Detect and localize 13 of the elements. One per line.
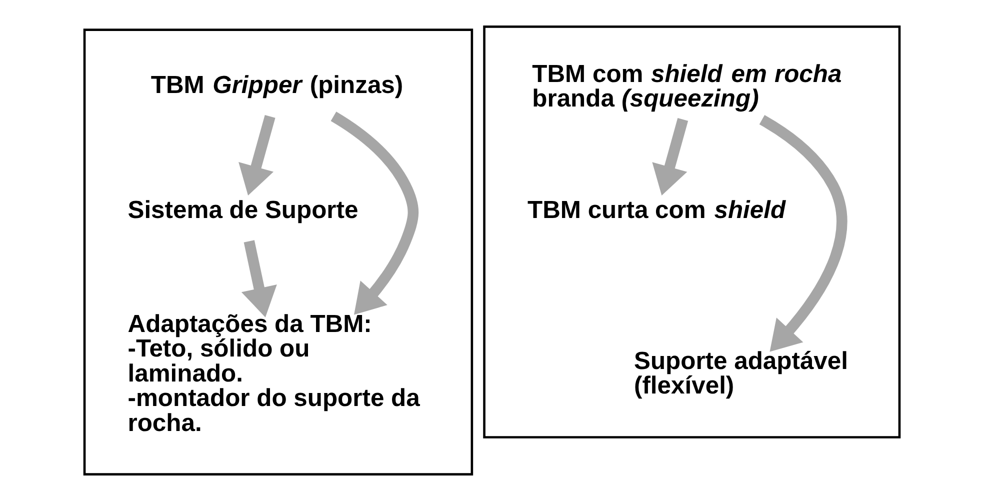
node-text: Adaptações da TBM: -Teto, sólido ou laminado. -montador do suporte da rocha. bbox=[127, 310, 420, 437]
arrow bbox=[758, 115, 847, 352]
arrow bbox=[652, 118, 688, 196]
arrow bbox=[238, 114, 275, 196]
node-text: TBM Gripper (pinzas) bbox=[150, 72, 403, 99]
cluster bbox=[82, 28, 473, 476]
arrow bbox=[240, 240, 276, 318]
arrow bbox=[330, 112, 418, 315]
node-text: TBM com shield em rocha branda (squeezing) bbox=[532, 60, 842, 113]
node-text: TBM curta com shield bbox=[527, 196, 786, 224]
cluster bbox=[482, 26, 900, 438]
node-text: Suporte adaptável (flexível) bbox=[634, 348, 848, 400]
node-text: Sistema de Suporte bbox=[127, 196, 358, 224]
